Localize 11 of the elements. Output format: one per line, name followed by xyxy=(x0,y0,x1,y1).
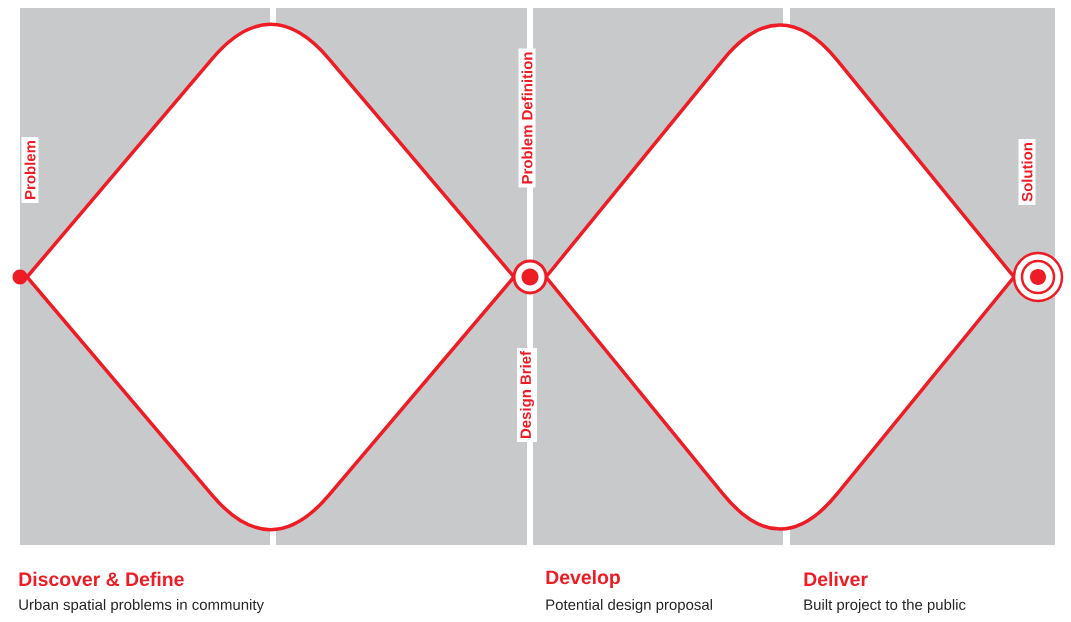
start-dot xyxy=(12,269,28,285)
phase-title: Develop xyxy=(546,569,620,589)
phase-description: Potential design proposal xyxy=(546,599,712,613)
diamond-shape xyxy=(25,22,516,532)
phase-title: Deliver xyxy=(804,571,868,587)
phase-description: Built project to the public xyxy=(804,599,966,613)
phase-title: Discover & Define xyxy=(19,571,184,587)
stage-label: Design Brief xyxy=(517,348,537,442)
phase-description: Urban spatial problems in community xyxy=(19,599,264,613)
target-symbol xyxy=(1012,251,1064,303)
diamond-shape xyxy=(544,23,1016,531)
